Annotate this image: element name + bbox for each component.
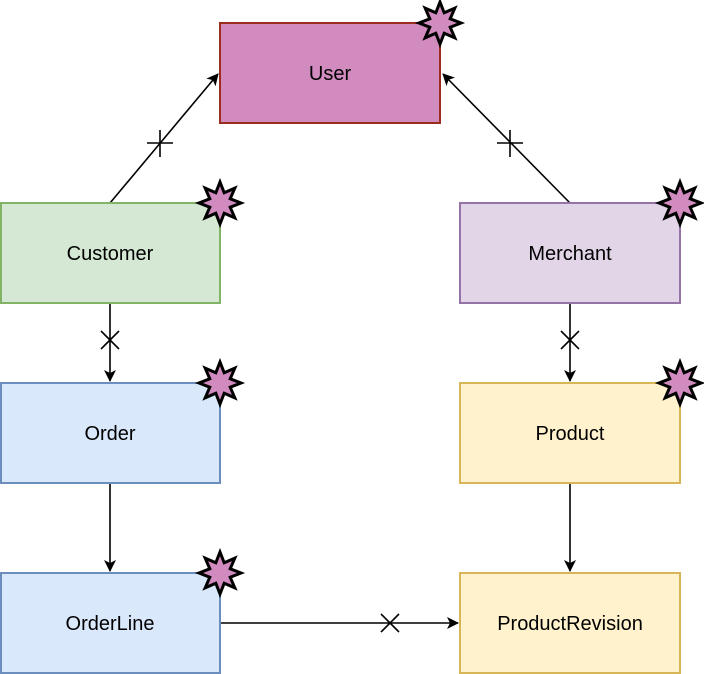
entity-box	[0, 572, 221, 674]
entity-customer[interactable]: Customer	[0, 202, 221, 304]
edges	[100, 73, 580, 633]
entity-box	[459, 572, 681, 674]
star-icon	[654, 357, 704, 409]
entity-product[interactable]: Product	[459, 382, 681, 484]
entity-label: Product	[536, 423, 605, 445]
entity-label: Order	[84, 423, 135, 445]
entity-merchant[interactable]: Merchant	[459, 202, 681, 304]
one-marker-icon	[147, 130, 173, 157]
entity-box	[0, 202, 221, 304]
entity-box	[459, 202, 681, 304]
star-icon	[654, 177, 704, 229]
entity-box	[0, 382, 221, 484]
entity-order[interactable]: Order	[0, 382, 221, 484]
nodes: User Customer Merchant Order Product Ord…	[0, 22, 681, 674]
star-icon	[414, 0, 466, 49]
entity-orderline[interactable]: OrderLine	[0, 572, 221, 674]
entity-label: Merchant	[528, 243, 612, 265]
edge-merchant-user[interactable]	[442, 73, 571, 204]
entity-label: Customer	[67, 243, 154, 265]
edge-customer-order[interactable]	[100, 303, 120, 382]
star-icon	[194, 357, 246, 409]
edge-orderline-productrevision[interactable]	[220, 613, 459, 633]
entity-label: User	[309, 63, 352, 85]
cross-marker-icon	[100, 330, 120, 350]
edge-merchant-product[interactable]	[560, 303, 580, 382]
entity-box	[459, 382, 681, 484]
star-badges	[194, 0, 704, 599]
entity-label: OrderLine	[66, 613, 155, 635]
edge-customer-user[interactable]	[109, 73, 219, 204]
entity-box	[219, 22, 441, 124]
cross-marker-icon	[560, 330, 580, 350]
entity-user[interactable]: User	[219, 22, 441, 124]
star-icon	[194, 177, 246, 229]
star-icon	[194, 547, 246, 599]
entity-label: ProductRevision	[497, 613, 643, 635]
one-marker-icon	[497, 130, 523, 157]
entity-productrevision[interactable]: ProductRevision	[459, 572, 681, 674]
cross-marker-icon	[380, 613, 400, 633]
